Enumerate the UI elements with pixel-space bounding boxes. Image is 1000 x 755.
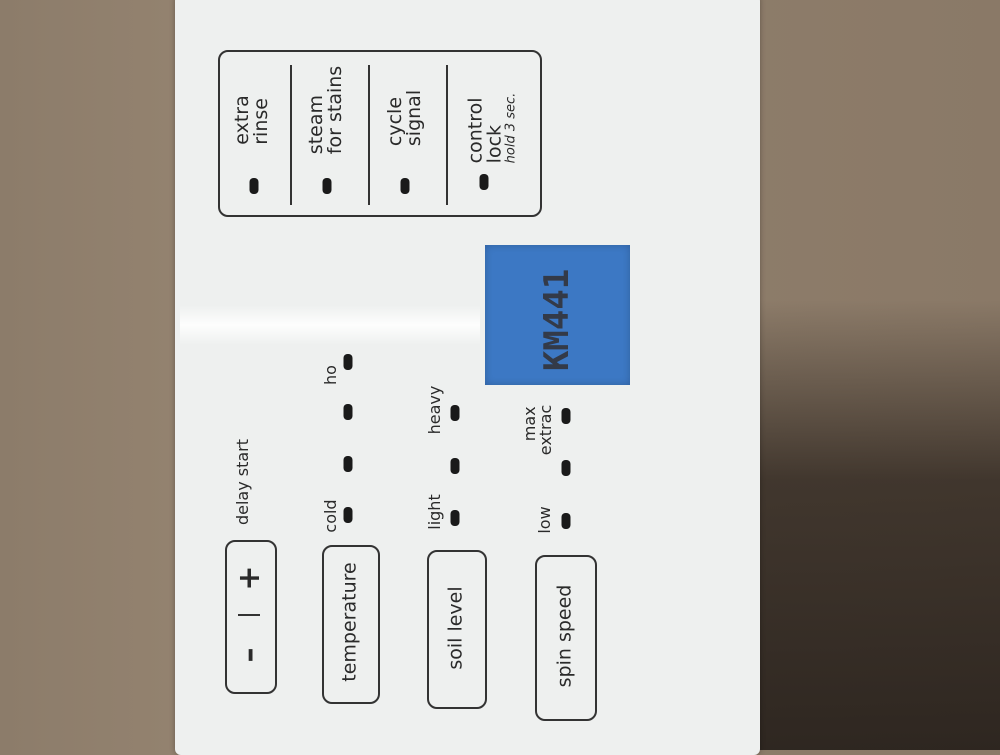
delay-button[interactable]: [225, 540, 277, 694]
options-box: [218, 50, 542, 217]
spin-speed-label: spin speed: [553, 584, 576, 688]
plus-button[interactable]: +: [232, 565, 267, 591]
light-label: light: [425, 494, 444, 530]
max-extract-label: max extrac: [520, 404, 555, 456]
spin-led: [561, 513, 571, 529]
spin-speed-button[interactable]: [535, 555, 597, 721]
divider: [446, 65, 448, 205]
control-panel: [175, 0, 760, 755]
delay-start-label: delay start: [233, 438, 252, 526]
shadow: [760, 300, 1000, 750]
control-lock-led: [479, 174, 489, 190]
label-line: lock: [483, 124, 506, 164]
control-lock-label[interactable]: control lock hold 3 sec.: [465, 92, 519, 164]
extra-rinse-label[interactable]: extra rinse: [231, 95, 272, 145]
soil-level-label: soil level: [444, 586, 467, 670]
label-line: for stains: [324, 65, 346, 155]
spin-led: [561, 460, 571, 476]
temperature-label: temperature: [338, 562, 361, 682]
divider: [290, 65, 292, 205]
cold-label: cold: [321, 499, 340, 533]
label-line: extrac: [536, 404, 555, 456]
minus-button[interactable]: –: [232, 647, 267, 663]
temp-led: [343, 354, 353, 370]
glare: [180, 305, 480, 345]
label-line: rinse: [250, 98, 272, 145]
temp-led: [343, 404, 353, 420]
extra-rinse-led: [249, 178, 259, 194]
spin-led: [561, 408, 571, 424]
cycle-signal-led: [400, 178, 410, 194]
heavy-label: heavy: [425, 385, 444, 435]
divider: [238, 614, 260, 616]
label-line: signal: [403, 89, 425, 147]
soil-led: [450, 458, 460, 474]
soil-level-button[interactable]: [427, 550, 487, 709]
low-label: low: [535, 506, 554, 534]
temp-led: [343, 507, 353, 523]
temp-led: [343, 456, 353, 472]
hold-note: hold 3 sec.: [503, 92, 519, 164]
steam-led: [322, 178, 332, 194]
temperature-button[interactable]: [322, 545, 380, 704]
hot-label: ho: [321, 365, 340, 385]
divider: [368, 65, 370, 205]
handwriting: KM441: [537, 268, 577, 372]
cycle-signal-label[interactable]: cycle signal: [384, 89, 425, 147]
soil-led: [450, 405, 460, 421]
soil-led: [450, 510, 460, 526]
masking-tape: [485, 245, 630, 385]
steam-for-stains-label[interactable]: steam for stains: [305, 65, 346, 155]
